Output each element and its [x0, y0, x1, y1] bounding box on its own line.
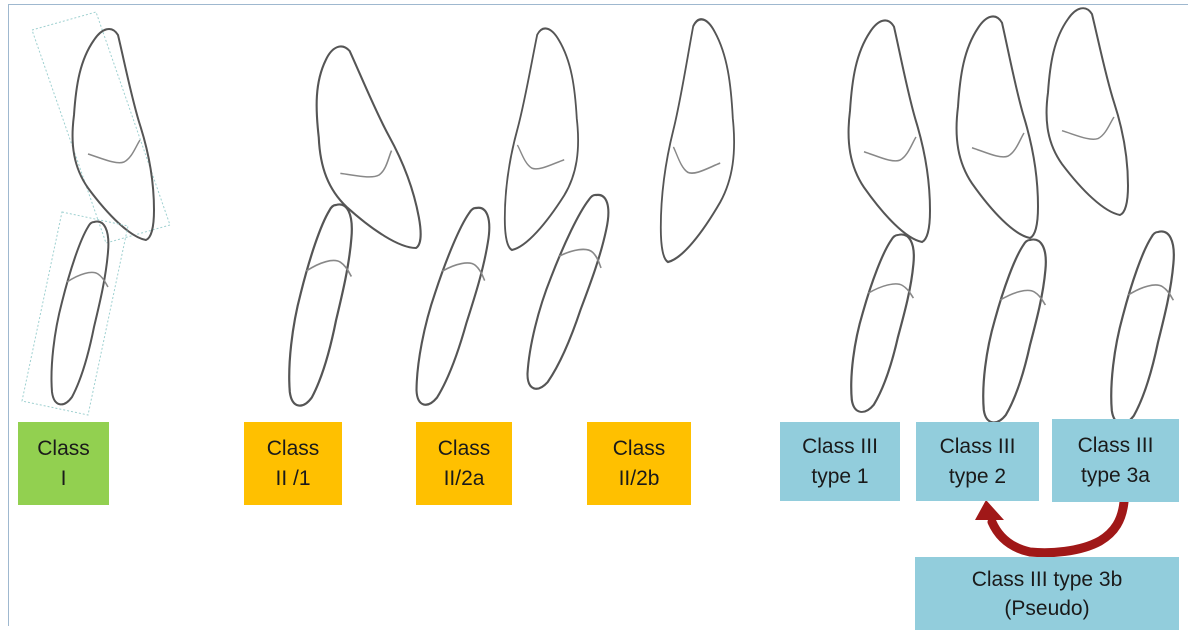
label-class-ii-2a-line2: II/2a: [444, 464, 485, 494]
label-class-iii-type-2-line2: type 2: [949, 462, 1006, 492]
class-iii-type-3a-lower-tooth: [1111, 231, 1174, 423]
curved-arrow-icon: [975, 500, 1124, 553]
label-class-ii-2b: Class II/2b: [587, 422, 691, 505]
label-class-i-line1: Class: [37, 434, 90, 464]
label-class-iii-type-3b-line1: Class III type 3b: [972, 565, 1123, 594]
class-iii-type-2-upper-tooth: [957, 16, 1038, 238]
label-class-ii-2b-line1: Class: [613, 434, 666, 464]
label-class-iii-type-1-line2: type 1: [811, 462, 868, 492]
class-iii-type-3a-upper-tooth: [1047, 8, 1128, 215]
label-class-ii-1-line1: Class: [267, 434, 320, 464]
class-iii-type-1-upper-tooth: [849, 20, 930, 242]
label-class-iii-type-3a: Class III type 3a: [1052, 419, 1179, 502]
class-iii-type-2-lower-tooth: [983, 240, 1046, 423]
label-class-iii-type-3b: Class III type 3b (Pseudo): [915, 557, 1179, 630]
label-class-ii-1-line2: II /1: [275, 464, 310, 494]
label-class-iii-type-1-line1: Class III: [802, 432, 878, 462]
class-ii-2a-lower-tooth: [415, 203, 491, 409]
label-class-i-line2: I: [61, 464, 67, 494]
label-class-iii-type-2: Class III type 2: [916, 422, 1039, 501]
label-class-iii-type-1: Class III type 1: [780, 422, 900, 501]
label-class-iii-type-3a-line1: Class III: [1078, 431, 1154, 461]
label-class-ii-2a: Class II/2a: [416, 422, 512, 505]
label-class-iii-type-3a-line2: type 3a: [1081, 461, 1150, 491]
class-ii-2a-upper-tooth: [505, 28, 578, 250]
class-i-upper-tooth: [32, 12, 170, 243]
label-class-i: Class I: [18, 422, 109, 505]
class-ii-2b-upper-tooth: [661, 19, 734, 262]
class-ii-1-lower-tooth: [289, 204, 352, 405]
class-ii-2b-lower-tooth: [525, 188, 611, 396]
label-class-ii-2b-line2: II/2b: [619, 464, 660, 494]
label-class-ii-1: Class II /1: [244, 422, 342, 505]
class-i-lower-tooth: [22, 212, 128, 415]
label-class-iii-type-2-line1: Class III: [940, 432, 1016, 462]
label-class-iii-type-3b-line2: (Pseudo): [1004, 594, 1089, 623]
class-iii-type-1-lower-tooth: [851, 235, 914, 412]
label-class-ii-2a-line1: Class: [438, 434, 491, 464]
